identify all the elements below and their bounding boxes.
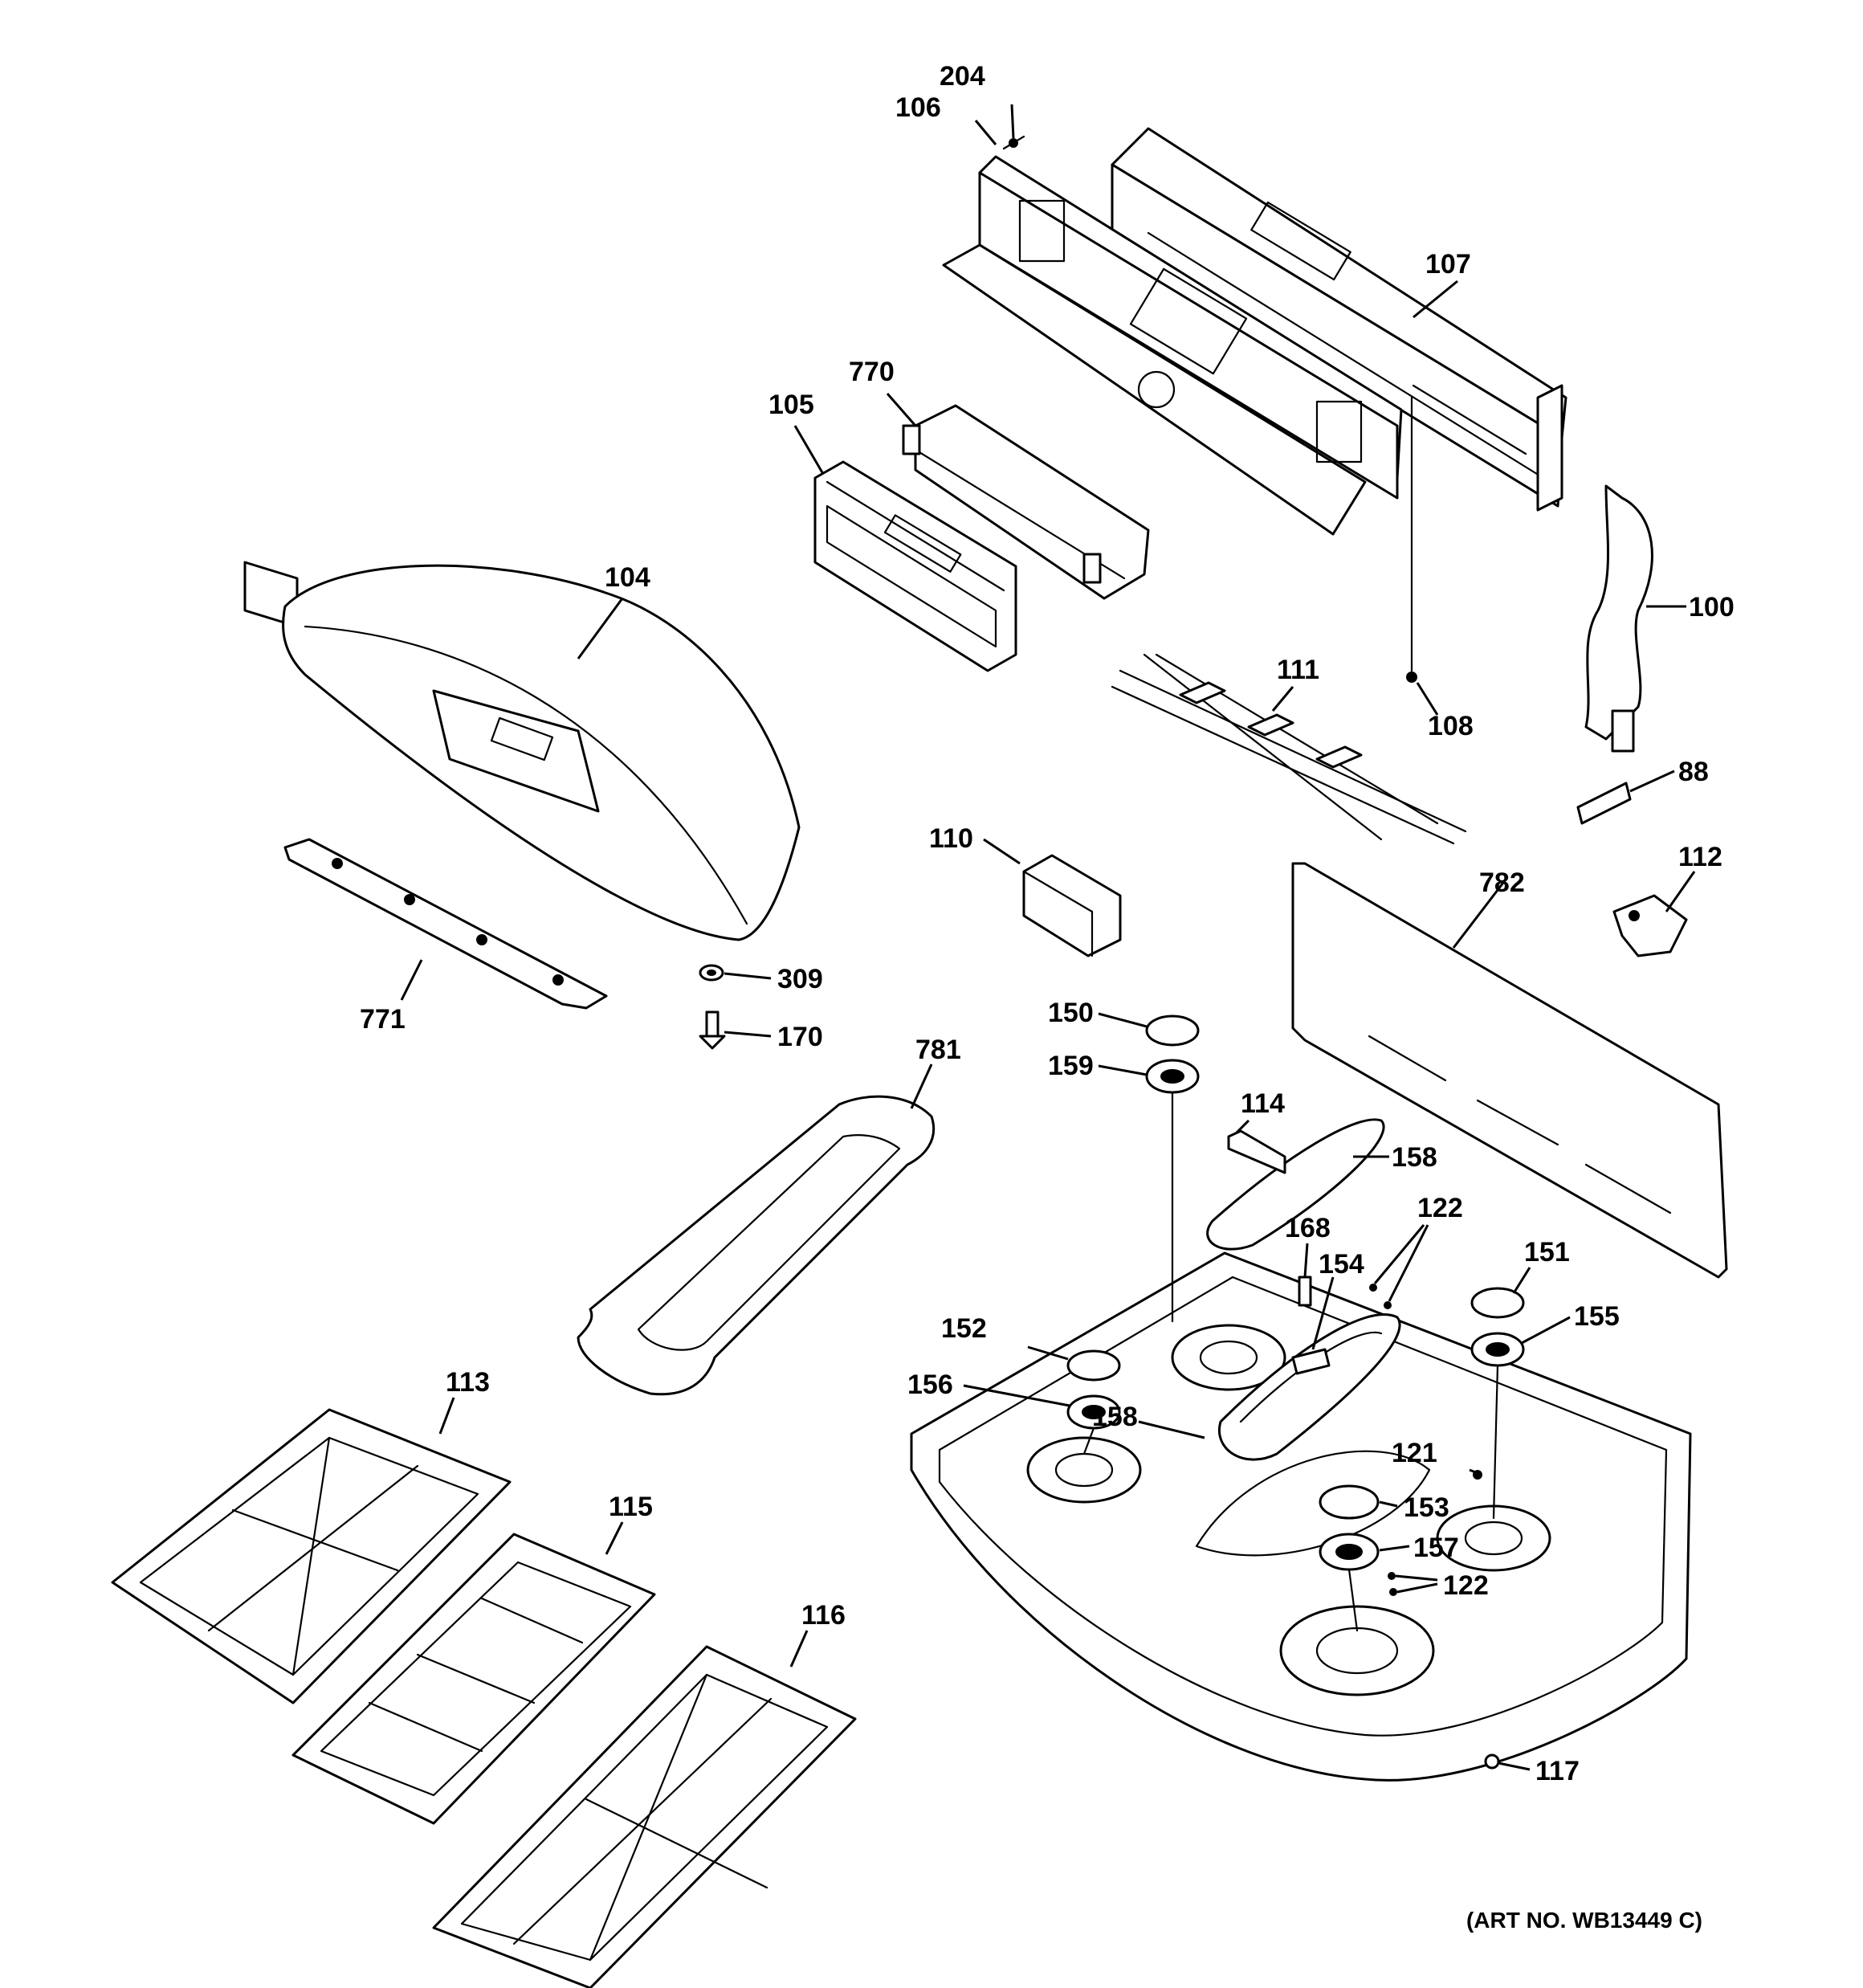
art-number: (ART NO. WB13449 C) bbox=[1466, 1908, 1702, 1933]
callout-111: 111 bbox=[1277, 655, 1319, 685]
callout-309: 309 bbox=[777, 964, 823, 994]
burner-cap-150 bbox=[1145, 1014, 1200, 1047]
callout-88: 88 bbox=[1678, 757, 1709, 787]
burner-head-156 bbox=[1066, 1394, 1121, 1430]
backsplash-trim bbox=[243, 561, 801, 941]
callout-112: 112 bbox=[1678, 842, 1722, 872]
burner-cap-153 bbox=[1319, 1484, 1380, 1520]
callout-113: 113 bbox=[446, 1367, 490, 1398]
rear-backsplash-panel bbox=[1111, 127, 1567, 512]
callout-labels: 204 106 107 770 105 104 100 111 108 88 1… bbox=[360, 61, 1735, 1786]
screw-108 bbox=[1406, 396, 1417, 683]
oval-burner-cap bbox=[1206, 1118, 1385, 1251]
wire-harness bbox=[1111, 653, 1467, 845]
relay-board bbox=[1022, 854, 1122, 957]
griddle bbox=[577, 1095, 936, 1396]
screw-170 bbox=[699, 1010, 726, 1050]
callout-115: 115 bbox=[609, 1492, 653, 1522]
callout-107: 107 bbox=[1425, 249, 1471, 280]
callout-100: 100 bbox=[1689, 592, 1735, 623]
callout-771: 771 bbox=[360, 1004, 406, 1035]
burner-head-157 bbox=[1319, 1533, 1380, 1571]
callout-106: 106 bbox=[895, 92, 941, 123]
callout-159: 159 bbox=[1048, 1051, 1094, 1081]
callout-204: 204 bbox=[940, 61, 985, 92]
callout-152: 152 bbox=[941, 1313, 987, 1344]
grate-116 bbox=[432, 1645, 857, 1988]
burner-cap-152 bbox=[1066, 1349, 1121, 1382]
callout-151: 151 bbox=[1524, 1237, 1570, 1268]
callout-117: 117 bbox=[1535, 1756, 1580, 1786]
callout-158-lower: 158 bbox=[1092, 1402, 1138, 1432]
burner-cap-151 bbox=[1470, 1287, 1525, 1319]
leader-lines bbox=[400, 104, 1696, 1771]
callout-154: 154 bbox=[1319, 1249, 1364, 1280]
control-bracket bbox=[902, 404, 1150, 600]
callout-158-upper: 158 bbox=[1392, 1142, 1437, 1173]
screw-122-upper bbox=[1369, 1284, 1392, 1309]
cooktop bbox=[910, 1251, 1692, 1782]
callout-122-upper: 122 bbox=[1417, 1193, 1463, 1223]
callout-155: 155 bbox=[1574, 1301, 1620, 1332]
callout-781: 781 bbox=[915, 1035, 961, 1065]
callout-168: 168 bbox=[1285, 1213, 1331, 1243]
bracket-114 bbox=[1227, 1129, 1286, 1174]
callout-770: 770 bbox=[849, 357, 895, 387]
pad-88 bbox=[1576, 782, 1632, 825]
callout-114: 114 bbox=[1241, 1088, 1285, 1119]
callout-782: 782 bbox=[1479, 867, 1525, 898]
electronic-control-board bbox=[813, 460, 1017, 672]
callout-110: 110 bbox=[929, 823, 973, 854]
burner-head-159 bbox=[1145, 1059, 1200, 1094]
callout-170: 170 bbox=[777, 1022, 823, 1052]
backsplash-front-panel bbox=[942, 155, 1403, 536]
rear-wall-panel bbox=[1291, 862, 1728, 1279]
burner-head-155 bbox=[1470, 1332, 1525, 1367]
grate-113 bbox=[111, 1408, 512, 1704]
bracket-154 bbox=[1291, 1348, 1331, 1375]
screw-117 bbox=[1484, 1753, 1500, 1770]
callout-153: 153 bbox=[1404, 1492, 1449, 1523]
screw-168 bbox=[1298, 1276, 1312, 1307]
washer-309 bbox=[699, 964, 724, 982]
callout-156: 156 bbox=[907, 1370, 953, 1400]
side-trim bbox=[1584, 484, 1653, 753]
callout-150: 150 bbox=[1048, 998, 1094, 1028]
callout-121: 121 bbox=[1392, 1438, 1437, 1468]
callout-157: 157 bbox=[1413, 1533, 1459, 1563]
trim-bracket bbox=[283, 838, 608, 1010]
screw-204 bbox=[1002, 135, 1025, 150]
callout-122-lower: 122 bbox=[1443, 1570, 1489, 1601]
callout-108: 108 bbox=[1428, 711, 1474, 741]
igniter-switch bbox=[1612, 894, 1688, 957]
screw-122-lower bbox=[1388, 1572, 1397, 1596]
grate-115 bbox=[291, 1533, 656, 1825]
callout-116: 116 bbox=[801, 1600, 846, 1631]
callout-105: 105 bbox=[768, 390, 814, 420]
callout-104: 104 bbox=[605, 562, 650, 593]
